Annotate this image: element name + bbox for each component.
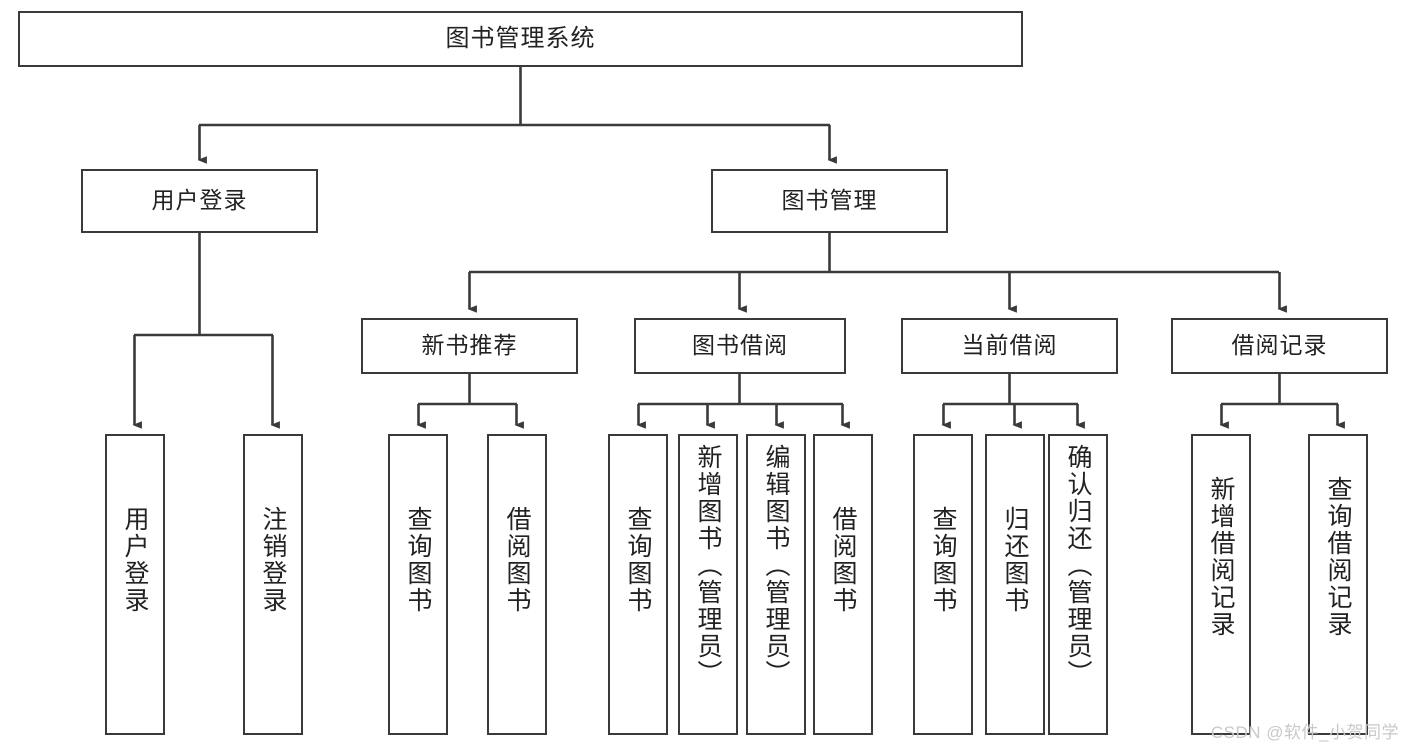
leaf-query-book-borrow[interactable]: 查询图书 [608,434,668,735]
leaf-logout[interactable]: 注销登录 [243,434,303,735]
node-current-borrow[interactable]: 当前借阅 [901,318,1118,374]
node-root[interactable]: 图书管理系统 [18,11,1023,67]
leaf-query-borrow-record-label: 查询借阅记录 [1324,476,1352,638]
node-root-label: 图书管理系统 [445,24,596,52]
leaf-query-borrow-record[interactable]: 查询借阅记录 [1308,434,1368,735]
node-book-management-label: 图书管理 [781,187,878,214]
node-current-borrow-label: 当前借阅 [961,332,1058,359]
leaf-confirm-return-admin-label: 确认归还（管理员） [1064,444,1092,687]
node-book-borrow[interactable]: 图书借阅 [634,318,846,374]
node-user-login[interactable]: 用户登录 [81,169,318,233]
leaf-borrow-book-recommend-label: 借阅图书 [503,506,531,614]
leaf-add-borrow-record[interactable]: 新增借阅记录 [1191,434,1251,735]
leaf-add-book-admin[interactable]: 新增图书（管理员） [678,434,738,735]
leaf-add-borrow-record-label: 新增借阅记录 [1207,476,1235,638]
leaf-lend-book-label: 借阅图书 [829,506,857,614]
leaf-lend-book[interactable]: 借阅图书 [813,434,873,735]
leaf-query-book-recommend-label: 查询图书 [404,506,432,614]
leaf-logout-label: 注销登录 [259,506,287,614]
leaf-return-book[interactable]: 归还图书 [985,434,1045,735]
leaf-query-book-current-label: 查询图书 [929,506,957,614]
leaf-edit-book-admin-label: 编辑图书（管理员） [762,444,790,687]
leaf-return-book-label: 归还图书 [1001,506,1029,614]
watermark-text: CSDN @软件_小贺同学 [1210,723,1399,742]
leaf-confirm-return-admin[interactable]: 确认归还（管理员） [1048,434,1108,735]
leaf-user-login[interactable]: 用户登录 [105,434,165,735]
node-new-book-recommend-label: 新书推荐 [421,332,518,359]
leaf-user-login-label: 用户登录 [121,506,149,614]
leaf-query-book-recommend[interactable]: 查询图书 [388,434,448,735]
node-user-login-label: 用户登录 [151,187,248,214]
node-book-management[interactable]: 图书管理 [711,169,948,233]
node-borrow-records[interactable]: 借阅记录 [1171,318,1388,374]
leaf-query-book-current[interactable]: 查询图书 [913,434,973,735]
node-new-book-recommend[interactable]: 新书推荐 [361,318,578,374]
node-book-borrow-label: 图书借阅 [692,332,788,359]
leaf-edit-book-admin[interactable]: 编辑图书（管理员） [746,434,806,735]
node-borrow-records-label: 借阅记录 [1231,332,1328,359]
leaf-query-book-borrow-label: 查询图书 [624,506,652,614]
leaf-add-book-admin-label: 新增图书（管理员） [694,444,722,687]
leaf-borrow-book-recommend[interactable]: 借阅图书 [487,434,547,735]
